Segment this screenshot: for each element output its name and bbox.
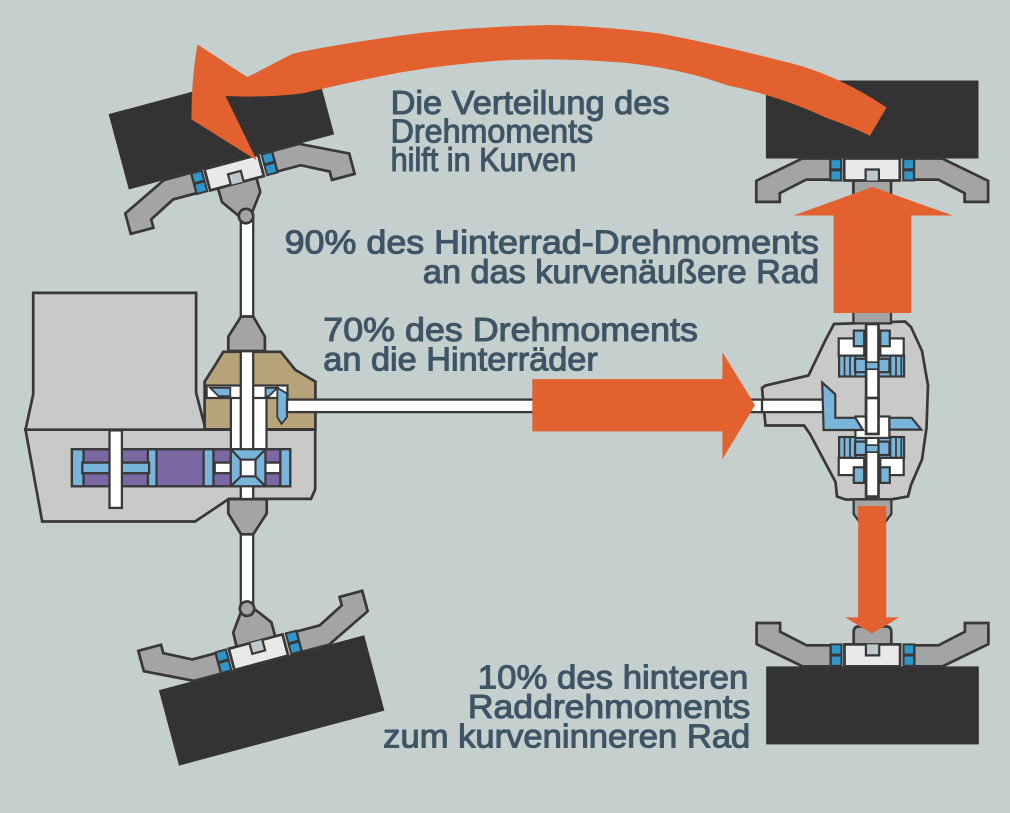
svg-text:Raddrehmoments: Raddrehmoments xyxy=(468,688,750,725)
svg-text:90% des Hinterrad-Drehmoments: 90% des Hinterrad-Drehmoments xyxy=(285,223,819,260)
svg-text:Die Verteilung des: Die Verteilung des xyxy=(391,84,670,121)
svg-text:10% des hinteren: 10% des hinteren xyxy=(478,658,749,695)
svg-text:Drehmoments: Drehmoments xyxy=(391,113,594,150)
svg-text:an das kurvenäußere Rad: an das kurvenäußere Rad xyxy=(423,253,819,290)
svg-text:an die Hinterräder: an die Hinterräder xyxy=(323,341,598,378)
svg-text:hilft in Kurven: hilft in Kurven xyxy=(391,141,577,178)
svg-text:zum kurveninneren Rad: zum kurveninneren Rad xyxy=(383,718,750,755)
svg-text:70% des Drehmoments: 70% des Drehmoments xyxy=(323,311,698,348)
